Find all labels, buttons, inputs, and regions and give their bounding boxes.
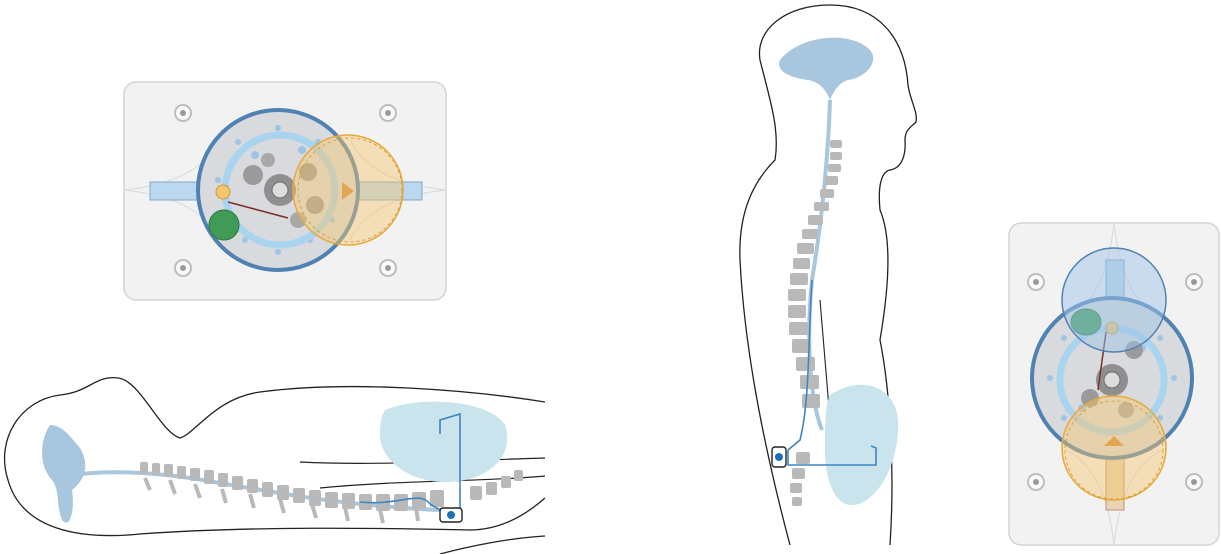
lens-orange [293,135,403,245]
valve-device-vertical [1006,220,1221,550]
gear [261,153,275,167]
valve-device-horizontal [120,80,450,302]
lens-blue [1062,248,1166,352]
brain-ventricles [779,38,873,100]
central-hub-core [272,182,288,198]
central-hub-core [1104,372,1120,388]
body-lying-side-view [0,370,545,554]
valve-indicator [447,511,455,519]
body-standing-side-view [730,0,930,554]
abdomen-cavity [380,402,507,483]
abdomen-cavity [825,385,898,505]
weight-green [209,210,239,240]
ball-valve [216,185,230,199]
leg-line [440,536,545,554]
valve-indicator [775,453,783,461]
gear [243,165,263,185]
lens-orange [1062,396,1166,500]
